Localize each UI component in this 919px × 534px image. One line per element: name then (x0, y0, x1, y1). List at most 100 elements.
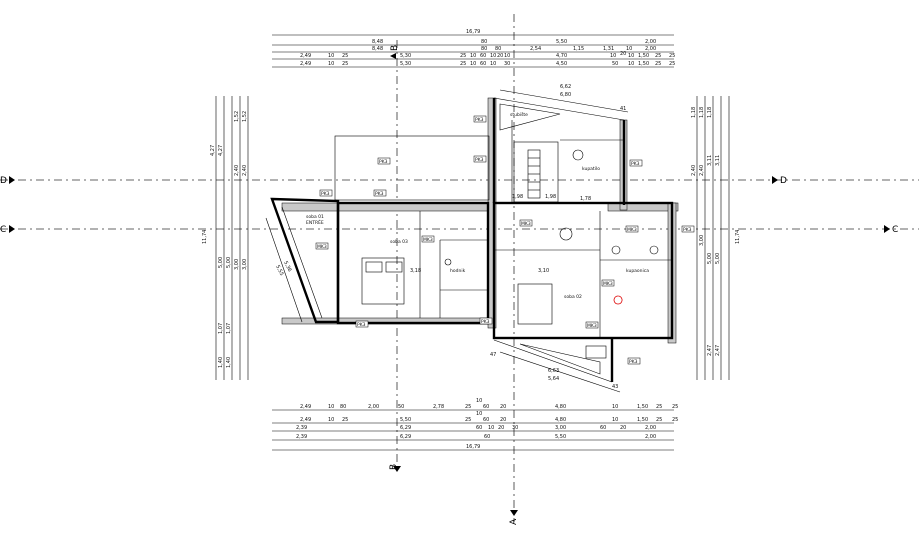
dim-right: 3,00 (699, 235, 705, 246)
dim-top-r4: 10 (504, 53, 510, 59)
dim-top-r5: 50 (612, 61, 618, 67)
dim-diagonal: 6,63 (548, 368, 559, 374)
red-marker (613, 295, 623, 305)
dim-right: 3,11 (715, 155, 721, 166)
room-label-stubiste: stubište (510, 111, 528, 118)
tag-label: MK3 (317, 244, 327, 250)
room-label-soba-03: soba 03 (390, 239, 408, 245)
dim-bottom-r1: 10 (476, 398, 482, 404)
section-markers: D D C C B B A (0, 45, 898, 525)
dim-bottom-r3: 30 (512, 425, 518, 431)
dimension-chain-right: 1,18 1,18 1,18 3,11 3,11 11,74 5,00 5,00… (691, 96, 741, 380)
dim-right: 1,18 (699, 107, 705, 118)
diagonal-dimensions: 6,62 6,80 6,63 5,64 5,36 5,55 47 41 43 (274, 84, 629, 393)
dim-left: 5,00 (218, 257, 224, 268)
dim-right: 2,47 (715, 345, 721, 356)
dim-bottom-r1: 80 (340, 404, 346, 410)
dimension-chain-left: 4,27 4,27 1,52 1,52 11,74 5,00 5,00 1,07… (202, 96, 249, 380)
section-axes (0, 14, 919, 522)
dim-top-total: 16,79 (466, 29, 480, 35)
dim-top-r5: 2,49 (300, 61, 311, 67)
dim-bottom-r2: 1,50 (637, 417, 648, 423)
dim-bottom-total: 16,79 (466, 444, 480, 450)
dim-right: 5,00 (715, 253, 721, 264)
section-marker-a-bottom: A (509, 518, 519, 525)
dim-bottom-r1: 25 (465, 404, 471, 410)
dim-top-r4: 2,49 (300, 53, 311, 59)
dim-top-r5: 25 (460, 61, 466, 67)
dim-bottom-r1: 10 (328, 404, 334, 410)
dim-left: 4,27 (218, 145, 224, 156)
dim-bottom-r2: 25 (656, 417, 662, 423)
dim-bottom-r1: 20 (500, 404, 506, 410)
section-marker-c-left: C (0, 225, 6, 235)
inner-dim: 3,18 (410, 268, 421, 274)
dim-bottom-r1: 1,50 (637, 404, 648, 410)
dim-diagonal: 5,64 (548, 376, 559, 382)
dim-bottom-r1: 10 (612, 404, 618, 410)
dim-right: 1,18 (707, 107, 713, 118)
dim-bottom-r3: 3,00 (555, 425, 566, 431)
dim-bottom-r3: 60 (476, 425, 482, 431)
dimension-chain-bottom: 2,49 10 80 2,00 50 2,78 25 10 60 20 4,80… (272, 398, 678, 451)
dim-bottom-r2: 4,80 (555, 417, 566, 423)
dim-bottom-r4: 5,50 (555, 434, 566, 440)
dim-bottom-r1: 25 (672, 404, 678, 410)
dim-right: 2,40 (699, 165, 705, 176)
dim-bottom-r2: 5,50 (400, 417, 411, 423)
dim-top-r4: 10 (628, 53, 634, 59)
dim-left: 1,07 (226, 323, 232, 334)
dim-bottom-r1: 4,80 (555, 404, 566, 410)
dim-top-r5: 30 (504, 61, 510, 67)
tag-label: MK3 (603, 281, 613, 287)
dim-bottom-r3: 6,29 (400, 425, 411, 431)
dim-left: 3,00 (242, 259, 248, 270)
room-labels: soba 01 ENTRÉE soba 03 soba 02 kupatilo … (306, 111, 649, 300)
dim-top-r2: 80 (481, 39, 487, 45)
dim-right: 2,47 (707, 345, 713, 356)
tag-label: PK3 (379, 159, 388, 165)
room-label-soba-02: soba 02 (564, 294, 582, 300)
tag-label: PK3 (475, 157, 484, 163)
dim-left: 1,40 (218, 357, 224, 368)
section-marker-b-bottom: B (389, 464, 399, 470)
inner-dim: 1,98 (545, 194, 556, 200)
dim-right: 3,11 (707, 155, 713, 166)
dim-top-r3: 8,48 (372, 46, 383, 52)
dim-bottom-r4: 60 (484, 434, 490, 440)
tag-label: MK3 (423, 237, 433, 243)
tag-label: PK3 (481, 319, 490, 325)
dim-left: 1,52 (242, 111, 248, 122)
dim-bottom-r1: 2,49 (300, 404, 311, 410)
room-label-kupaonica: kupaonica (626, 268, 649, 274)
dim-diagonal: 5,36 (282, 260, 292, 273)
dim-top-r2: 5,50 (556, 39, 567, 45)
dim-bottom-r3: 20 (498, 425, 504, 431)
dim-top-r4: 10 (328, 53, 334, 59)
dim-top-r4: 10 (470, 53, 476, 59)
room-label-soba-01: soba 01 (306, 214, 324, 220)
dim-diagonal: 43 (612, 384, 618, 390)
dim-top-r2: 2,00 (645, 39, 656, 45)
dim-top-r5: 5,30 (400, 61, 411, 67)
tag-label: PK3 (357, 322, 366, 328)
dim-right: 11,74 (735, 230, 741, 244)
dim-top-r5: 10 (328, 61, 334, 67)
dim-right: 5,00 (707, 253, 713, 264)
dim-diagonal: 6,62 (560, 84, 571, 90)
tag-label: PK3 (475, 117, 484, 123)
dim-left: 1,52 (234, 111, 240, 122)
dim-bottom-r2: 25 (465, 417, 471, 423)
dim-bottom-r2: 25 (672, 417, 678, 423)
room-label-kupatilo: kupatilo (582, 166, 600, 172)
dim-diagonal: 5,55 (274, 264, 284, 277)
dim-top-r5: 60 (480, 61, 486, 67)
dim-left: 1,40 (226, 357, 232, 368)
dim-top-r5: 25 (342, 61, 348, 67)
dim-bottom-r2: 10 (476, 411, 482, 417)
dim-top-r4: 25 (669, 53, 675, 59)
dim-top-r3: 80 (495, 46, 501, 52)
dim-top-r3: 1,31 (603, 46, 614, 52)
dim-bottom-r4: 2,39 (296, 434, 307, 440)
tag-label: PK3 (631, 161, 640, 167)
